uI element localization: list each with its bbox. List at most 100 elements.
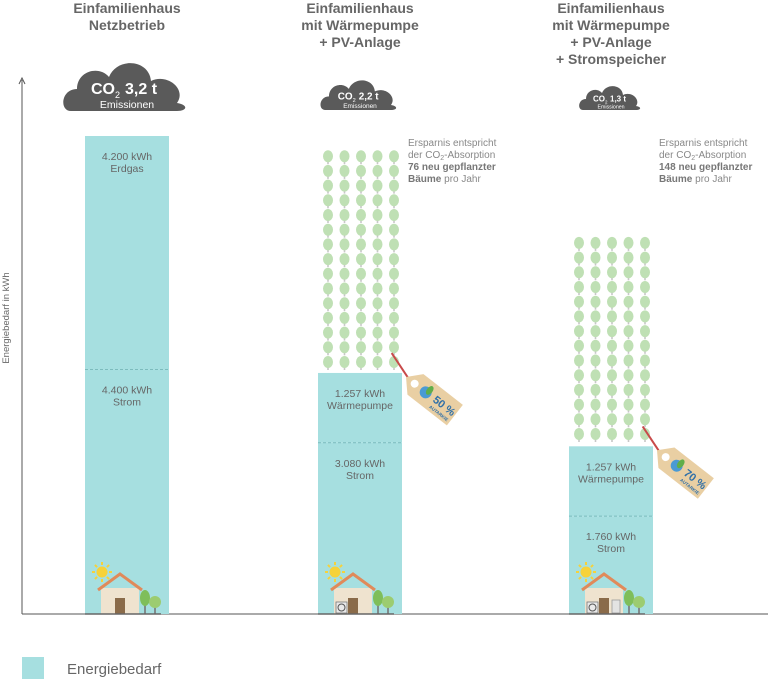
tree-icon: [574, 266, 584, 281]
co2-subscript: 2: [605, 100, 608, 105]
tree-icon: [607, 413, 617, 428]
tree-icon: [389, 238, 399, 253]
segment-value-label: 4.400 kWh: [102, 384, 152, 396]
house-icon: [569, 572, 645, 615]
savings-note-line: Ersparnis entspricht: [408, 138, 497, 149]
tree-icon: [607, 325, 617, 340]
tree-icon: [574, 310, 584, 325]
tree-icon: [339, 150, 350, 165]
tree-icon: [389, 297, 399, 312]
segment-value-label: 4.200 kWh: [102, 151, 152, 163]
tree-icon: [623, 310, 634, 325]
tree-icon: [356, 223, 366, 238]
tree-icon: [640, 295, 650, 310]
tree-icon: [607, 354, 617, 369]
tree-icon: [372, 194, 383, 209]
tree-icon: [623, 398, 634, 413]
tree-icon: [590, 339, 601, 354]
co2-value: 1,3 t: [610, 95, 626, 104]
tree-icon: [356, 194, 366, 209]
tag-hole: [410, 379, 419, 388]
tree-icon: [623, 413, 634, 428]
segment-category-label: Wärmepumpe: [578, 473, 644, 485]
group-title-line: + PV-Anlage: [319, 34, 401, 50]
tree-icon: [574, 295, 584, 310]
cloud-shape: [579, 86, 641, 110]
tree-icon: [607, 369, 617, 384]
tree-icon: [356, 164, 366, 179]
co2-subscript: 2: [691, 155, 695, 162]
tree-icon: [623, 325, 634, 340]
co2-label: CO: [593, 95, 605, 104]
segment-category-label: Erdgas: [110, 163, 143, 175]
tree-icon: [590, 295, 601, 310]
tree-icon: [372, 267, 383, 282]
tree-icon: [389, 150, 399, 165]
tree-icon: [640, 266, 650, 281]
tree-icon: [574, 398, 584, 413]
tree-icon: [389, 311, 399, 326]
tree-icon: [372, 150, 383, 165]
tree-icon: [372, 311, 383, 326]
tree-icon: [389, 223, 399, 238]
tree-icon: [574, 236, 584, 251]
tree-icon: [607, 236, 617, 251]
tree-icon: [607, 339, 617, 354]
tree-icon: [323, 238, 333, 253]
co2-subscript: 2: [440, 155, 444, 162]
tree-icon: [339, 341, 350, 356]
tree-icon: [372, 164, 383, 179]
savings-note-line: Bäume pro Jahr: [659, 174, 732, 185]
tree-icon: [640, 398, 650, 413]
tree-icon: [356, 238, 366, 253]
tree-icon: [623, 369, 634, 384]
legend-swatch: [22, 657, 44, 679]
savings-note-line: der CO2-Absorption: [659, 150, 746, 162]
y-axis-arrow: [18, 76, 26, 85]
tree-icon: [356, 341, 366, 356]
tree-icon: [323, 297, 333, 312]
tree-icon: [339, 311, 350, 326]
tree-icon: [323, 179, 333, 194]
tree-icon: [372, 297, 383, 312]
tree-icon: [640, 281, 650, 295]
tree-icon: [574, 354, 584, 369]
tree-icon: [607, 383, 617, 398]
tree-icon: [607, 251, 617, 266]
tree-icon: [574, 428, 584, 442]
tree-icon: [372, 326, 383, 341]
tree-icon: [623, 428, 634, 442]
tree-icon: [574, 369, 584, 384]
tree-icon: [590, 413, 601, 428]
tree-icon: [356, 356, 366, 370]
emissions-label: Emissionen: [343, 103, 377, 110]
tree-icon: [633, 596, 645, 614]
tree-icon: [356, 267, 366, 282]
tree-icon: [590, 383, 601, 398]
tree-icon: [323, 253, 333, 268]
tree-icon: [339, 282, 350, 297]
tree-icon: [356, 326, 366, 341]
group-title-line: Netzbetrieb: [89, 17, 165, 33]
savings-note-trees: 148 neu gepflanzter: [659, 162, 752, 173]
tree-icon: [323, 356, 333, 370]
co2-label: CO: [91, 81, 115, 98]
tree-icon: [389, 164, 399, 179]
segment-category-label: Strom: [113, 396, 141, 408]
tree-icon: [339, 209, 350, 223]
group-title-line: Einfamilienhaus: [73, 0, 181, 16]
bar-segment: [85, 136, 169, 370]
tree-icon: [339, 356, 350, 370]
tree-icon: [323, 282, 333, 297]
tree-icon: [356, 253, 366, 268]
tag-hole: [661, 453, 670, 462]
tree-icon: [590, 266, 601, 281]
tree-icon: [607, 266, 617, 281]
group-title-line: Einfamilienhaus: [306, 0, 414, 16]
tree-icon: [339, 297, 350, 312]
tag-string: [641, 425, 661, 454]
tree-icon: [640, 339, 650, 354]
